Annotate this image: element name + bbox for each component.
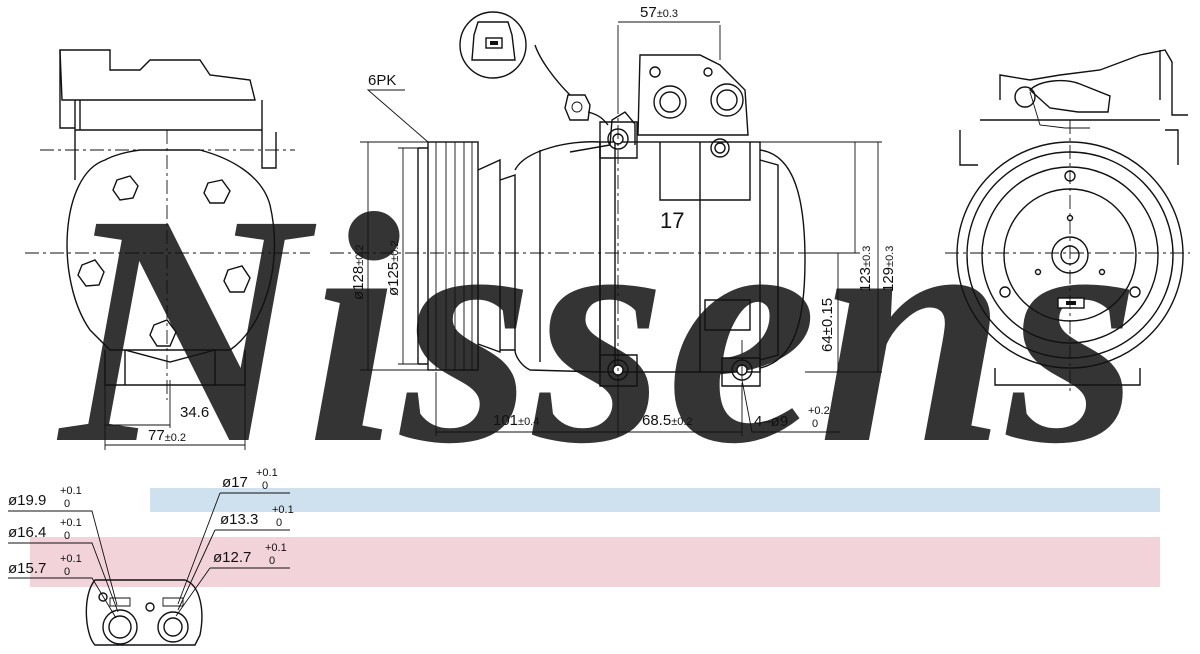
dim-64: 64±0.15 [819,298,836,352]
port-detail-view [8,492,290,646]
right-end-view [945,49,1190,395]
dim-mount-holes: 4–ø9 [754,413,788,430]
port-19-9-tol-up: +0.1 [60,485,82,497]
dim-101: 101±0.4 [493,412,539,429]
part-number: 17 [660,208,684,233]
watermark: Nissens [55,147,1140,512]
dim-57: 57±0.3 [640,4,678,21]
dim-pulley-id: ø125±0.2 [385,240,402,296]
label-6pk: 6PK [368,72,396,89]
pink-band [30,537,1160,587]
port-15-7-tol-low: 0 [64,566,70,578]
port-15-7-tol-up: +0.1 [60,553,82,565]
port-labels-right: ø17 +0.1 0 ø13.3 +0.1 0 ø12.7 +0.1 0 [213,467,294,567]
port-17-tol-low: 0 [262,480,268,492]
port-13-3-tol-up: +0.1 [272,504,294,516]
blue-band [150,488,1160,512]
port-labels-left: ø19.9 +0.1 0 ø16.4 +0.1 0 ø15.7 +0.1 0 [8,485,82,578]
port-17-tol-up: +0.1 [256,467,278,479]
port-12-7-tol-low: 0 [269,555,275,567]
dim-129: 129±0.3 [880,246,897,292]
port-15-7: ø15.7 [8,560,46,577]
dim-34-6: 34.6 [180,404,209,421]
port-16-4: ø16.4 [8,524,46,541]
port-17: ø17 [222,474,248,491]
dim-68-5: 68.5±0.2 [642,412,693,429]
port-19-9-tol-low: 0 [64,498,70,510]
dim-77: 77±0.2 [148,427,186,444]
port-12-7: ø12.7 [213,549,251,566]
dim-123: 123±0.3 [857,246,874,292]
port-12-7-tol-up: +0.1 [265,542,287,554]
dim-mount-holes-tol-up: +0.2 [808,405,830,417]
dim-mount-holes-tol-low: 0 [812,418,818,430]
center-side-view [330,11,882,436]
port-16-4-tol-up: +0.1 [60,517,82,529]
port-16-4-tol-low: 0 [64,530,70,542]
dim-pulley-od: ø128±0.2 [350,244,367,300]
port-13-3-tol-low: 0 [276,517,282,529]
port-19-9: ø19.9 [8,492,46,509]
left-end-view [25,49,310,450]
port-13-3: ø13.3 [220,511,258,528]
